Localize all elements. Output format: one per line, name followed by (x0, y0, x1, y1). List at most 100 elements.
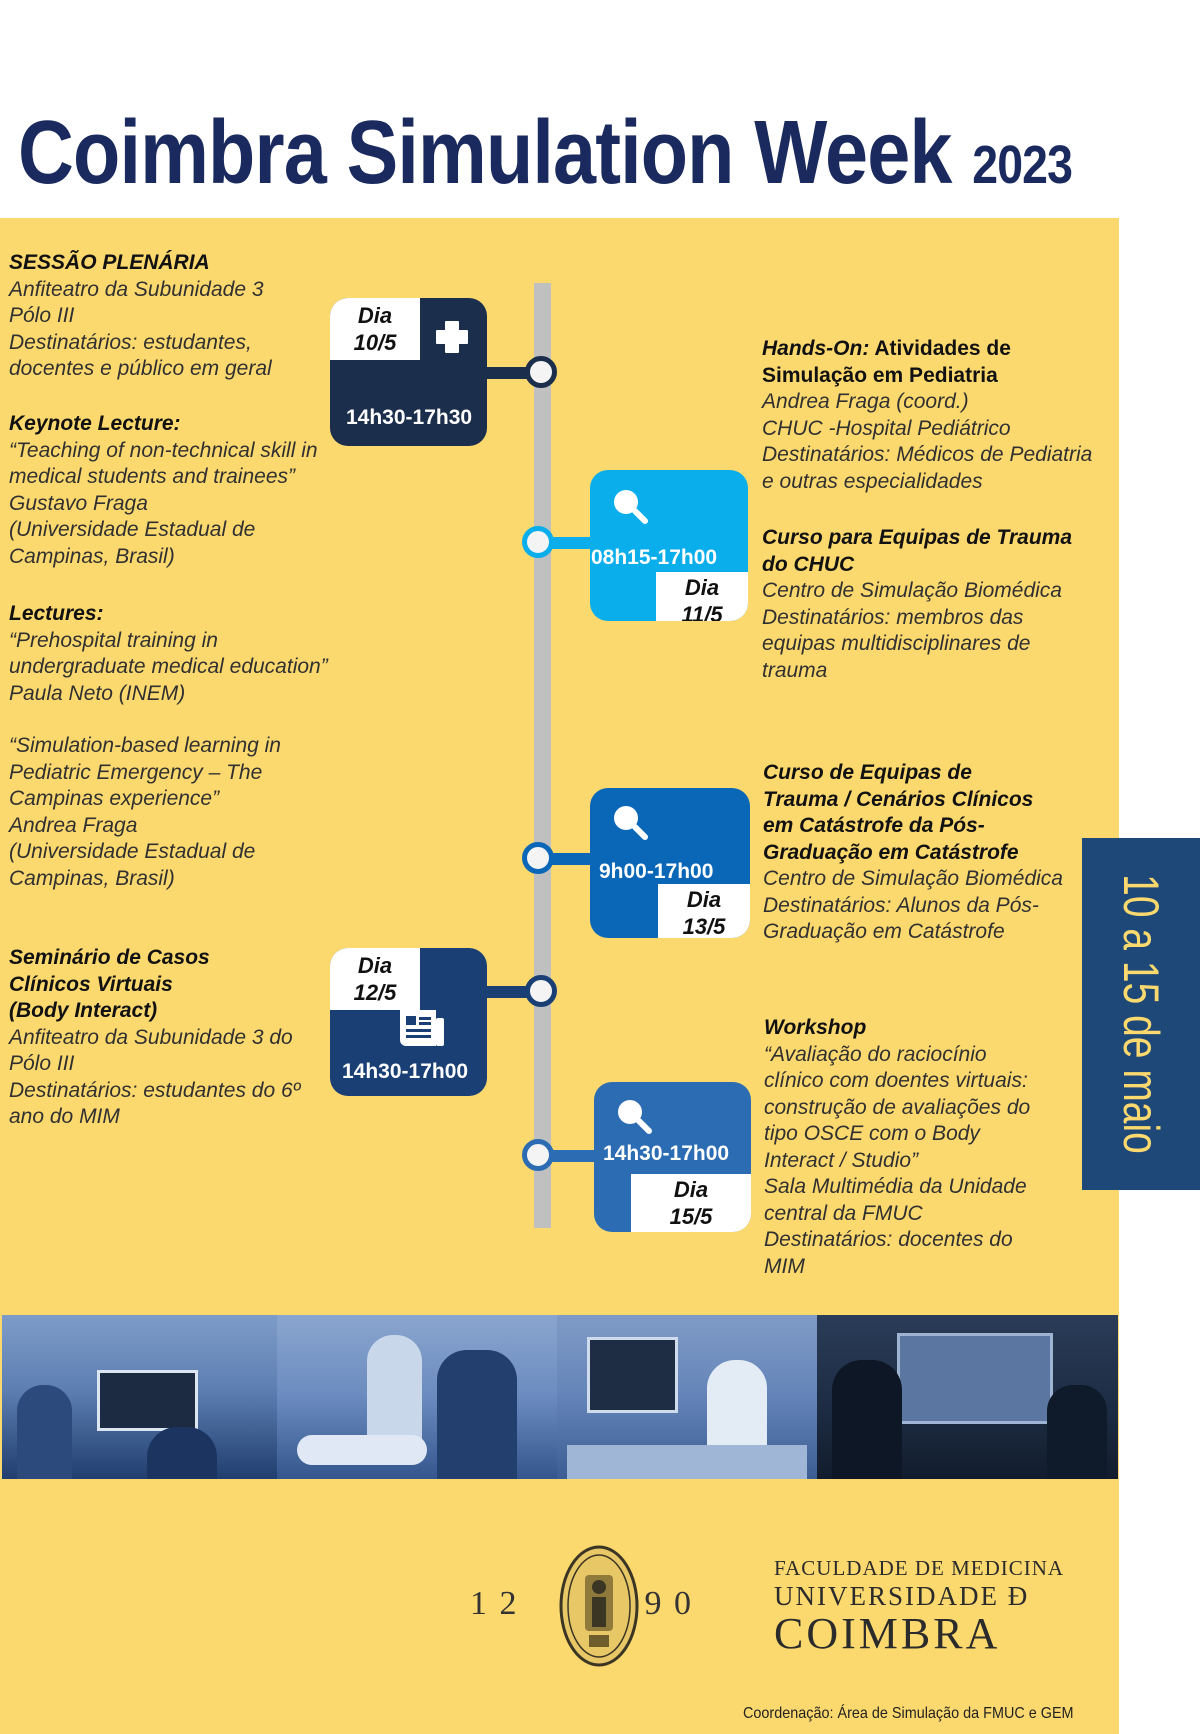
workshop-line: MIM (764, 1254, 805, 1278)
catastrophe-title: Graduação em Catástrofe (763, 840, 1019, 864)
day-label: Dia (357, 303, 393, 328)
lectures-title: Lectures: (9, 602, 104, 625)
poster-background (0, 218, 1119, 1734)
handson-title-rest: Atividades de (874, 337, 1011, 360)
lecture-line: Campinas, Brasil) (9, 866, 175, 890)
day-card-12-5: Dia 12/5 14h30-17h00 (330, 948, 487, 1096)
lecture-line: undergraduate medical education” (9, 655, 328, 678)
day-label-box: Dia 13/5 (658, 884, 750, 938)
plenary-line: Destinatários: estudantes, (9, 330, 252, 354)
lecture-line: (Universidade Estadual de (9, 840, 256, 863)
timeline-connector (486, 986, 536, 998)
timeline-node (522, 842, 554, 874)
faculty-name: FACULDADE DE MEDICINA (774, 1556, 1065, 1580)
title-text: Coimbra Simulation Week (18, 103, 952, 203)
trauma-title: Curso para Equipas de Trauma (762, 526, 1073, 549)
day-date: 10/5 (353, 330, 397, 355)
seminar-title: (Body Interact) (9, 999, 158, 1022)
photo-cpr-training (277, 1315, 557, 1479)
person-silhouette (17, 1385, 72, 1479)
lectures: Lectures: “Prehospital training in under… (9, 601, 359, 892)
workshop-title: Workshop (764, 1016, 867, 1039)
magnifier-icon (618, 1100, 652, 1134)
day-date: 11/5 (681, 602, 723, 621)
person-silhouette (832, 1360, 902, 1479)
timeline-connector (486, 367, 536, 379)
lecture-line: “Prehospital training in (9, 628, 218, 652)
handson-prefix: Hands-On: (762, 337, 870, 360)
plenary-session: SESSÃO PLENÁRIA Anfiteatro da Subunidade… (9, 250, 339, 383)
seminar-line: ano do MIM (9, 1105, 120, 1128)
person-silhouette (1047, 1385, 1107, 1479)
catastrophe-course: Curso de Equipas de Trauma / Cenários Cl… (763, 760, 1083, 946)
trauma-line: equipas multidisciplinares de (762, 632, 1031, 655)
plenary-line: Anfiteatro da Subunidade 3 (9, 277, 264, 301)
photo-strip (2, 1315, 1118, 1479)
trauma-line: Centro de Simulação Biomédica (762, 579, 1062, 602)
catastrophe-line: Destinatários: Alunos da Pós- (763, 893, 1039, 917)
day-card-13-5: 9h00-17h00 Dia 13/5 (590, 788, 750, 938)
handson-line: CHUC -Hospital Pediátrico (762, 416, 1011, 440)
plenary-line: docentes e público em geral (9, 357, 272, 380)
timeline-connector (548, 537, 592, 549)
plenary-title: SESSÃO PLENÁRIA (9, 251, 210, 274)
city-name: COIMBRA (774, 1609, 1001, 1658)
handson-line: Destinatários: Médicos de Pediatria (762, 443, 1093, 466)
day-card-11-5: 08h15-17h00 Dia 11/5 (590, 470, 748, 621)
catastrophe-title: Trauma / Cenários Clínicos (763, 787, 1034, 811)
workshop-line: Interact / Studio” (764, 1148, 919, 1172)
timeline-node (522, 526, 554, 558)
trauma-line: trauma (762, 658, 828, 682)
time-range: 14h30-17h00 (342, 1060, 469, 1083)
lecture-line: Pediatric Emergency – The (9, 760, 263, 784)
workshop-line: Destinatários: docentes do (764, 1228, 1013, 1251)
handson-title: Hands-On: Atividades de (762, 335, 1122, 362)
university-name: UNIVERSIDADE Ð (774, 1581, 1030, 1611)
keynote-line: (Universidade Estadual de (9, 518, 256, 541)
photo-students-computer (2, 1315, 277, 1479)
keynote-title: Keynote Lecture: (9, 412, 181, 435)
day-card-15-5: 14h30-17h00 Dia 15/5 (594, 1082, 751, 1232)
day-label: Dia (673, 1177, 709, 1202)
keynote-line: “Teaching of non-technical skill in (9, 438, 318, 462)
lecture-line: “Simulation-based learning in (9, 734, 281, 757)
coordination-note: Coordenação: Área de Simulação da FMUC e… (743, 1705, 1074, 1722)
catastrophe-title: Curso de Equipas de (763, 761, 972, 784)
day-label-box: Dia 12/5 (330, 948, 420, 1010)
handson-line: e outras especialidades (762, 469, 983, 493)
handson-pediatrics: Hands-On: Atividades de Simulação em Ped… (762, 335, 1122, 495)
day-label: Dia (686, 887, 722, 912)
poster-title: Coimbra Simulation Week 2023 (18, 108, 1073, 198)
keynote-line: Gustavo Fraga (9, 491, 148, 515)
seminar-virtual-cases: Seminário de Casos Clínicos Virtuais (Bo… (9, 945, 349, 1131)
catastrophe-title: em Catástrofe da Pós- (763, 814, 985, 837)
workshop-line: tipo OSCE com o Body (764, 1122, 980, 1145)
time-range: 14h30-17h00 (603, 1142, 730, 1165)
magnifier-icon (614, 806, 648, 840)
hospital-cross-icon (436, 321, 468, 353)
workshop-line: “Avaliação do raciocínio (764, 1042, 987, 1066)
year-right: 9 0 (644, 1585, 693, 1622)
lecture-line: Paula Neto (INEM) (9, 681, 186, 705)
handson-line: Andrea Fraga (coord.) (762, 390, 969, 413)
catastrophe-line: Centro de Simulação Biomédica (763, 867, 1063, 890)
day-label-box: Dia 15/5 (631, 1174, 751, 1232)
timeline-connector (548, 853, 592, 865)
lecture-line: Andrea Fraga (9, 813, 138, 837)
day-card-10-5: Dia 10/5 14h30-17h30 (330, 298, 487, 446)
keynote-lecture: Keynote Lecture: “Teaching of non-techni… (9, 411, 359, 570)
seminar-line: Destinatários: estudantes do 6º (9, 1078, 301, 1102)
trauma-line: Destinatários: membros das (762, 605, 1024, 629)
keynote-line: medical students and trainees” (9, 465, 295, 488)
photo-control-room (817, 1315, 1118, 1479)
time-range: 14h30-17h30 (346, 406, 473, 429)
magnifier-icon (614, 490, 648, 524)
keynote-line: Campinas, Brasil) (9, 544, 175, 568)
seminar-line: Anfiteatro da Subunidade 3 do (9, 1025, 293, 1049)
day-label-box: Dia 10/5 (330, 298, 420, 360)
university-seal-icon (559, 1545, 639, 1667)
trauma-title: do CHUC (762, 552, 855, 576)
timeline-node (525, 975, 557, 1007)
timeline-connector (548, 1150, 596, 1162)
university-logo: FACULDADE DE MEDICINA UNIVERSIDADE Ð COI… (774, 1555, 1064, 1657)
